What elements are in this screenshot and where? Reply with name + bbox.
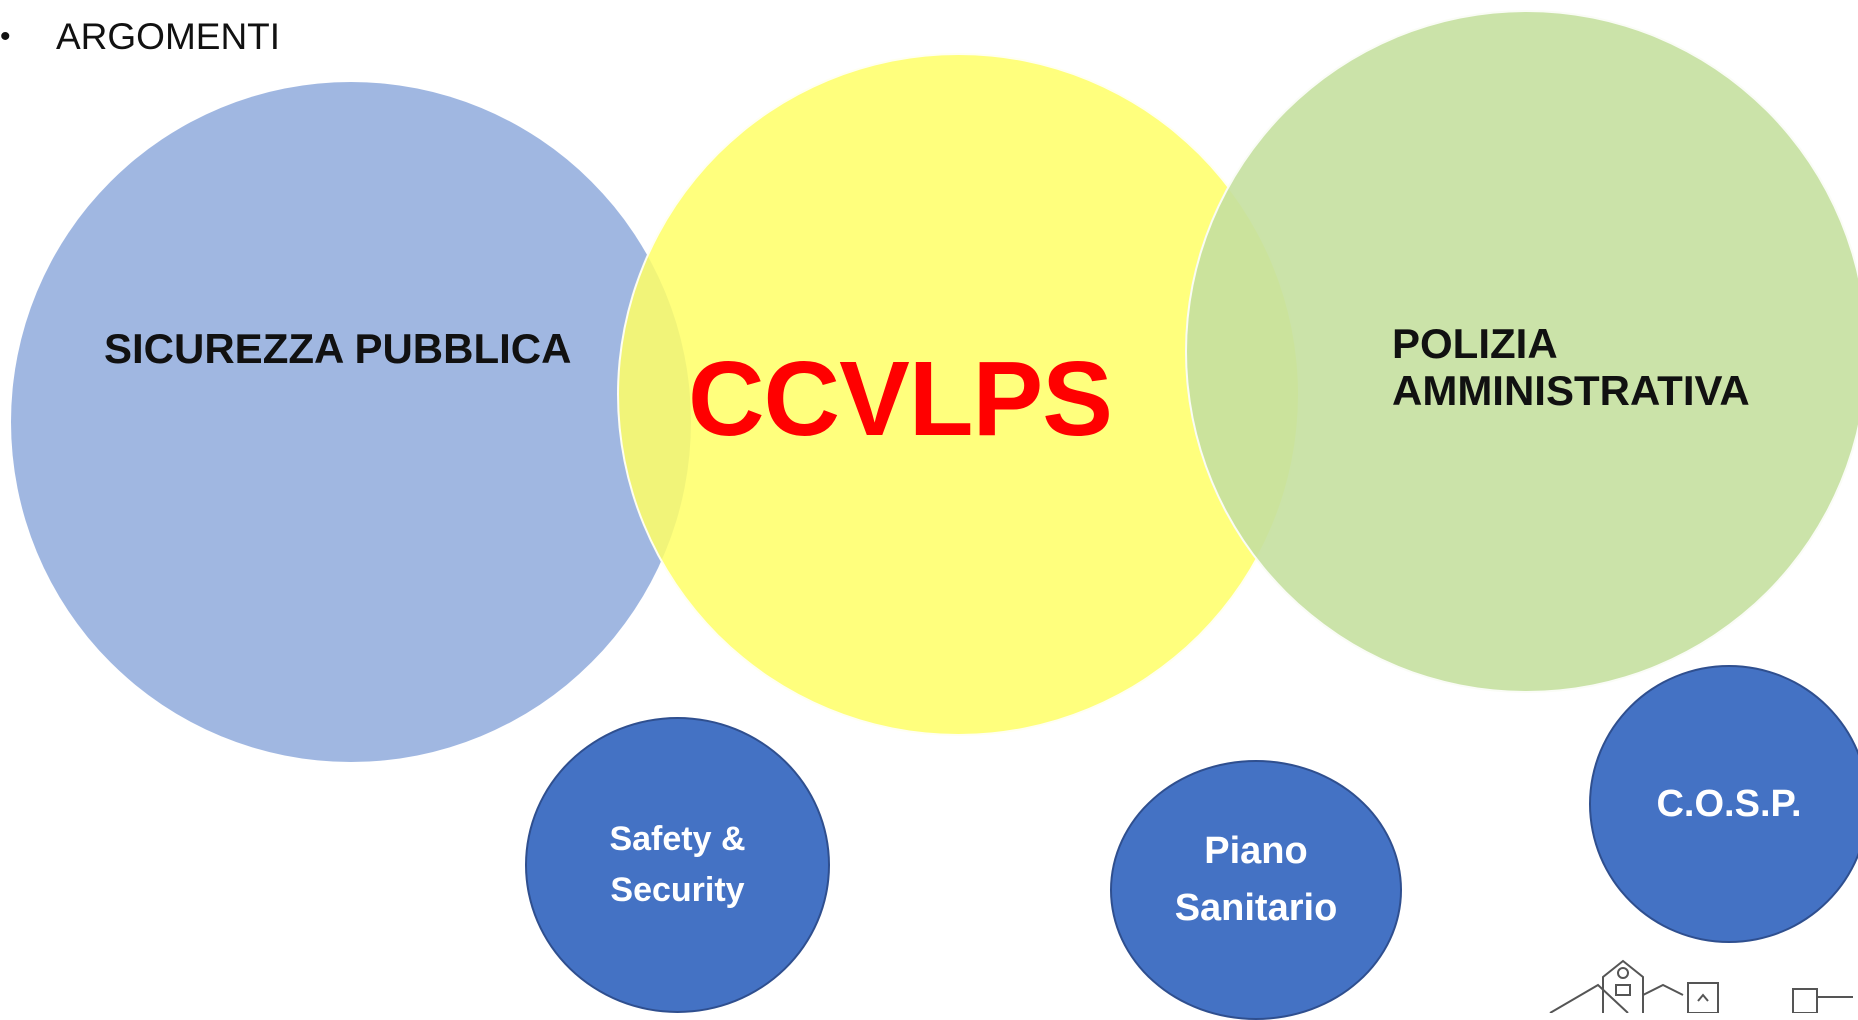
- circle-safety-security: Safety & Security: [525, 717, 830, 1013]
- label-ccvlps: CCVLPS: [688, 340, 1113, 458]
- label-polizia-amministrativa: POLIZIA AMMINISTRATIVA: [1392, 320, 1750, 415]
- label-sicurezza-pubblica: SICUREZZA PUBBLICA: [104, 325, 572, 372]
- bullet-icon: •: [0, 20, 11, 53]
- circle-cosp: C.O.S.P.: [1589, 665, 1858, 943]
- circle-polizia-amministrativa: [1185, 10, 1858, 693]
- circle-sicurezza-pubblica: [11, 82, 691, 762]
- topic-heading: • ARGOMENTI: [0, 12, 280, 62]
- heading-text: ARGOMENTI: [56, 16, 281, 57]
- circle-piano-sanitario: Piano Sanitario: [1110, 760, 1402, 1020]
- circle-ccvlps: [617, 53, 1300, 736]
- building-logo-icon: [1549, 959, 1853, 1013]
